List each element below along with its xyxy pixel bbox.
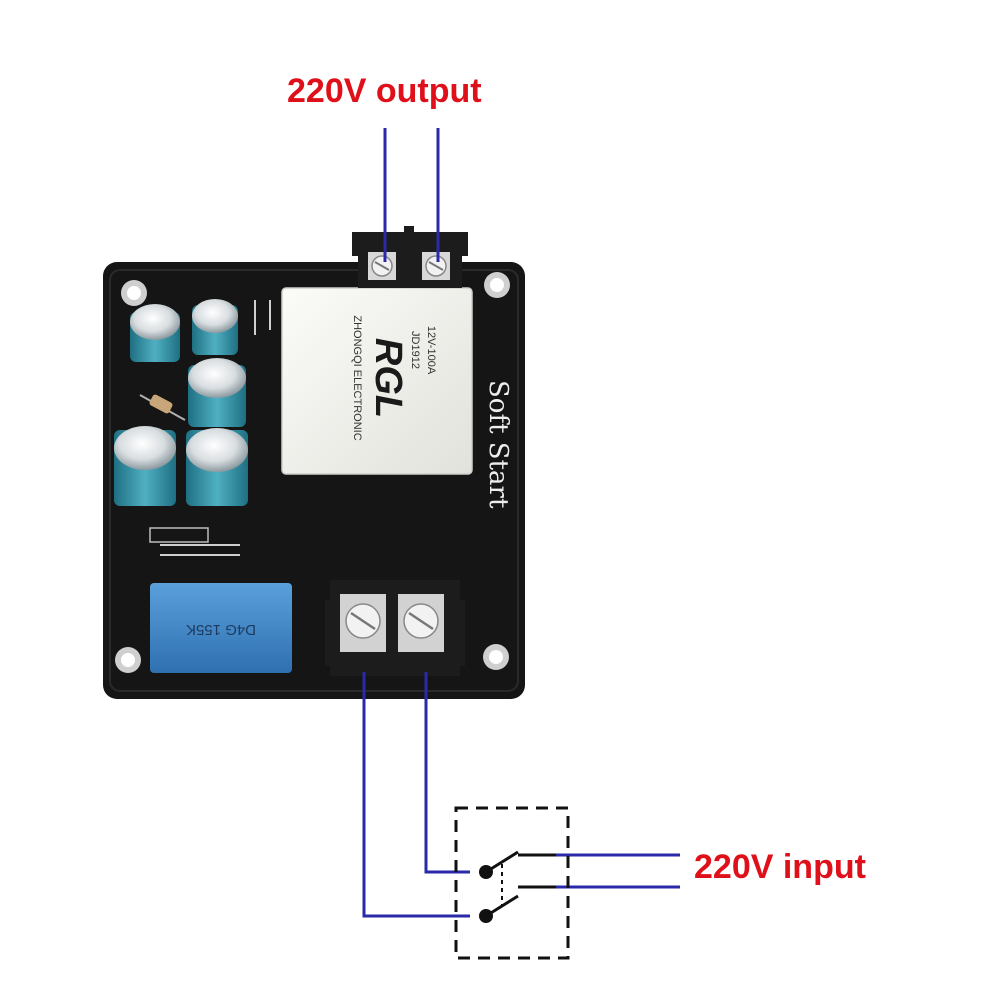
relay-model: JD1912 (409, 331, 421, 369)
capacitor-icon (192, 299, 238, 355)
board-silkscreen-label: Soft Start (483, 380, 513, 509)
relay-brand: RGL (367, 338, 409, 418)
screw-terminal-icon (422, 252, 450, 280)
relay: RGL ZHONGQI ELECTRONIC 12V-100A JD1912 (281, 287, 473, 475)
double-pole-switch-icon (454, 806, 570, 960)
relay-rating: 12V-100A (425, 326, 437, 375)
capacitor-icon (130, 304, 180, 362)
output-terminal-block (352, 226, 468, 288)
screw-terminal-icon (340, 594, 386, 652)
capacitor-icon (186, 428, 248, 506)
film-capacitor: D4G 155K (150, 583, 292, 673)
output-label: 220V output (287, 72, 482, 110)
input-wires (362, 672, 680, 918)
mounting-hole-icon (121, 280, 147, 306)
output-wires (383, 128, 440, 262)
capacitor-icon (188, 358, 246, 427)
screw-terminal-icon (368, 252, 396, 280)
relay-maker: ZHONGQI ELECTRONIC (351, 315, 363, 440)
mounting-hole-icon (483, 644, 509, 670)
input-label: 220V input (694, 848, 866, 886)
capacitor-group (114, 299, 248, 506)
capacitor-icon (114, 426, 176, 506)
resistor-icon (139, 394, 186, 421)
input-terminal-block (325, 580, 465, 676)
mounting-hole-icon (115, 647, 141, 673)
screw-terminal-icon (398, 594, 444, 652)
mounting-hole-icon (484, 272, 510, 298)
film-capacitor-marking: D4G 155K (186, 621, 256, 638)
